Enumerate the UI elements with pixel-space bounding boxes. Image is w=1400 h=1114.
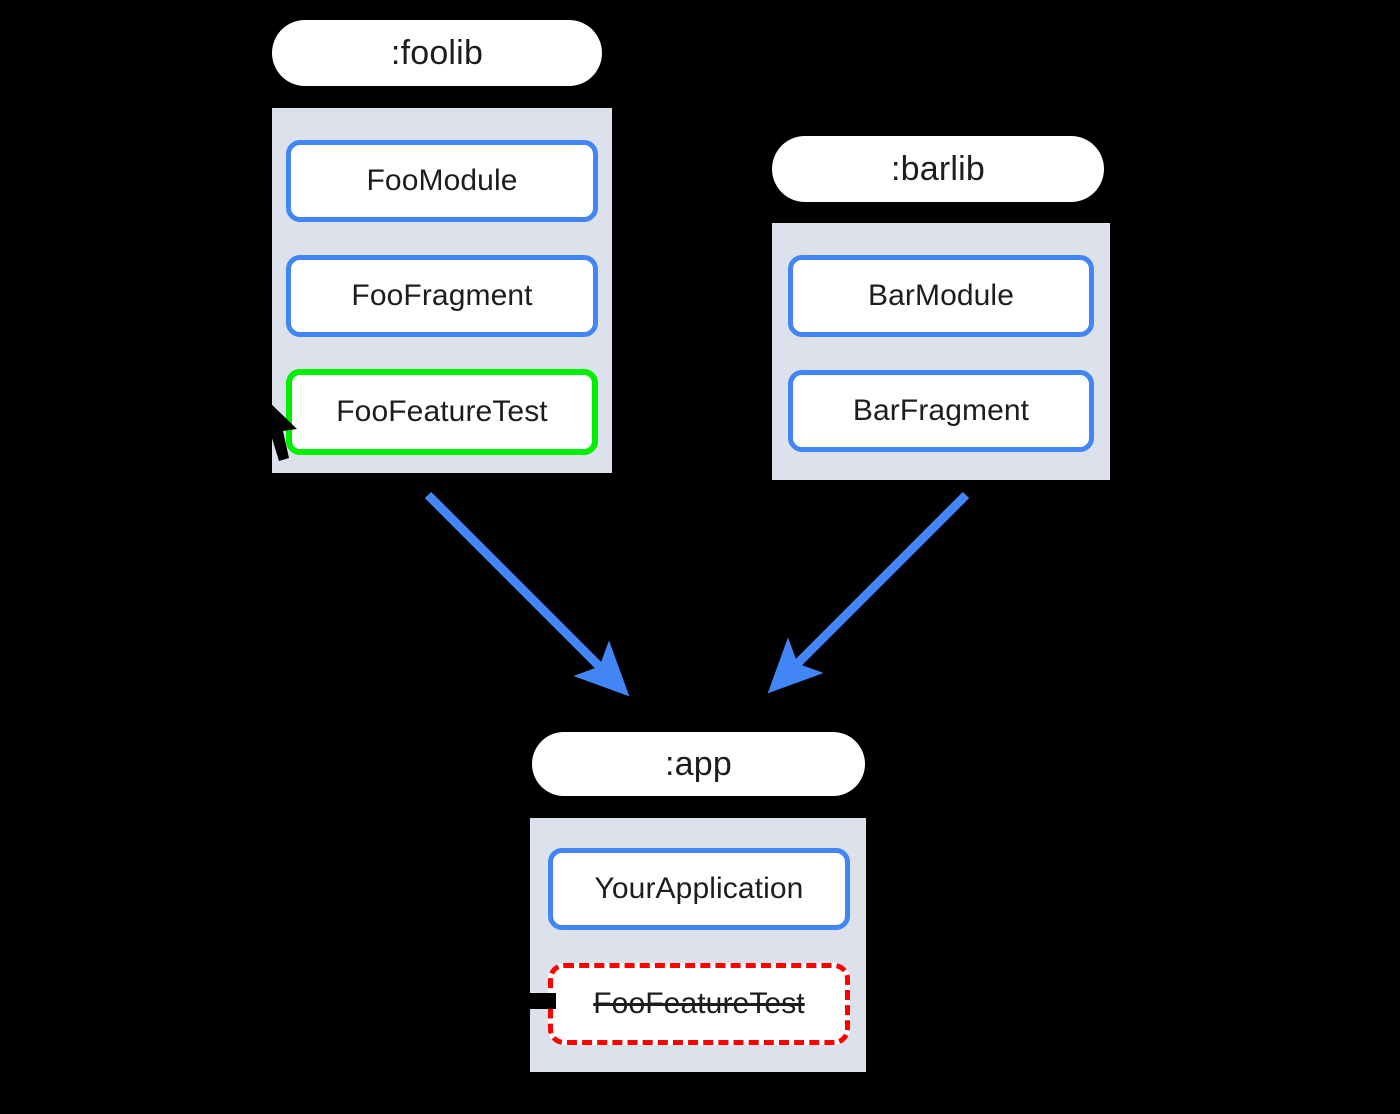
module-pill-foolib[interactable]: :foolib — [272, 20, 602, 86]
class-node-barmodule[interactable]: BarModule — [788, 255, 1094, 337]
class-node-label: BarFragment — [852, 394, 1030, 427]
module-group-app: YourApplication FooFeatureTest — [530, 818, 866, 1072]
edge-foolib-to-app — [424, 491, 630, 697]
module-pill-label: :barlib — [890, 149, 985, 188]
class-node-label: FooFeatureTest — [336, 395, 548, 428]
class-node-foomodule[interactable]: FooModule — [286, 140, 598, 222]
class-node-label: FooFeatureTest — [593, 987, 805, 1020]
module-pill-app[interactable]: :app — [532, 732, 865, 796]
edge-barlib-to-app — [767, 491, 970, 694]
class-node-foofragment[interactable]: FooFragment — [286, 255, 598, 337]
module-group-foolib: FooModule FooFragment FooFeatureTest — [272, 108, 612, 473]
class-node-foofeaturetest-leaked[interactable]: FooFeatureTest — [548, 963, 850, 1045]
class-node-label: FooFragment — [351, 279, 533, 312]
class-node-yourapplication[interactable]: YourApplication — [548, 848, 850, 930]
module-pill-barlib[interactable]: :barlib — [772, 136, 1104, 202]
module-pill-label: :app — [665, 744, 732, 783]
module-group-barlib: BarModule BarFragment — [772, 223, 1110, 480]
class-node-label: YourApplication — [594, 872, 804, 905]
module-pill-label: :foolib — [390, 33, 484, 72]
class-node-label: BarModule — [868, 279, 1014, 312]
class-node-foofeaturetest-source[interactable]: FooFeatureTest — [286, 369, 598, 455]
class-node-label: FooModule — [366, 164, 518, 197]
class-node-barfragment[interactable]: BarFragment — [788, 370, 1094, 452]
